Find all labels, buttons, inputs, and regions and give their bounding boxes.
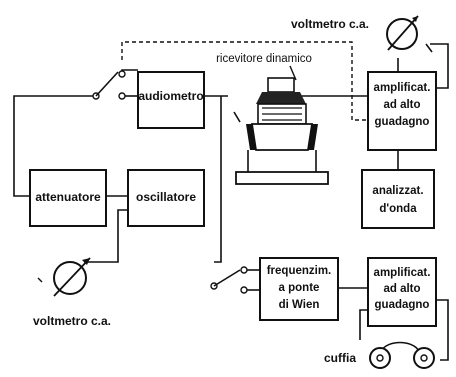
dynamic-receiver-label: ricevitore dinamico: [216, 53, 312, 65]
switch-bottom: [210, 266, 248, 294]
amp-bottom-line3: guadagno: [375, 299, 430, 311]
wire-headphones-return: [359, 309, 368, 340]
amp-bottom-line2: ad alto: [383, 283, 420, 295]
switch-top: [92, 70, 126, 100]
dynamic-receiver-icon: ricevitore dinamico: [216, 53, 329, 185]
headphones-label: cuffia: [324, 351, 356, 365]
wire-amp-right: [430, 43, 449, 89]
attenuator-label: attenuatore: [35, 190, 101, 204]
dashed-feedback-line: [121, 41, 368, 121]
wave-analyzer-block: analizzat. d'onda: [361, 169, 435, 229]
amp-bottom-line1: amplificat.: [374, 267, 431, 279]
wien-line1: frequenzim.: [267, 265, 332, 277]
voltmeter-top: voltmetro c.a.: [291, 15, 433, 53]
audiometer-block: audiometro: [137, 71, 205, 129]
oscillator-block: oscillatore: [127, 169, 205, 227]
amp-top-line3: guadagno: [375, 116, 430, 128]
audiometer-label: audiometro: [138, 89, 203, 103]
wires: [13, 41, 449, 361]
wire-oscillator-down: [84, 209, 128, 263]
amplifier-top-block: amplificat. ad alto guadagno: [367, 71, 437, 151]
amp-top-line2: ad alto: [383, 99, 420, 111]
headphones-icon: cuffia: [324, 341, 435, 369]
wire-attenuator-to-switch: [13, 95, 98, 197]
voltmeter-top-label: voltmetro c.a.: [291, 17, 369, 31]
amp-top-line1: amplificat.: [374, 82, 431, 94]
wien-line3: di Wien: [279, 299, 320, 311]
attenuator-block: attenuatore: [29, 169, 107, 227]
wire-amp-to-headphones: [436, 299, 449, 361]
voltmeter-bottom-label: voltmetro c.a.: [33, 314, 111, 328]
voltmeter-bottom: voltmetro c.a.: [33, 257, 111, 328]
oscillator-label: oscillatore: [136, 190, 196, 204]
wien-bridge-block: frequenzim. a ponte di Wien: [259, 257, 339, 321]
wave-analyzer-line1: analizzat.: [372, 185, 423, 197]
wave-analyzer-line2: d'onda: [379, 203, 417, 215]
wire-receiver-vertical: [214, 96, 222, 263]
amplifier-bottom-block: amplificat. ad alto guadagno: [367, 257, 437, 327]
wien-line2: a ponte: [279, 282, 320, 294]
